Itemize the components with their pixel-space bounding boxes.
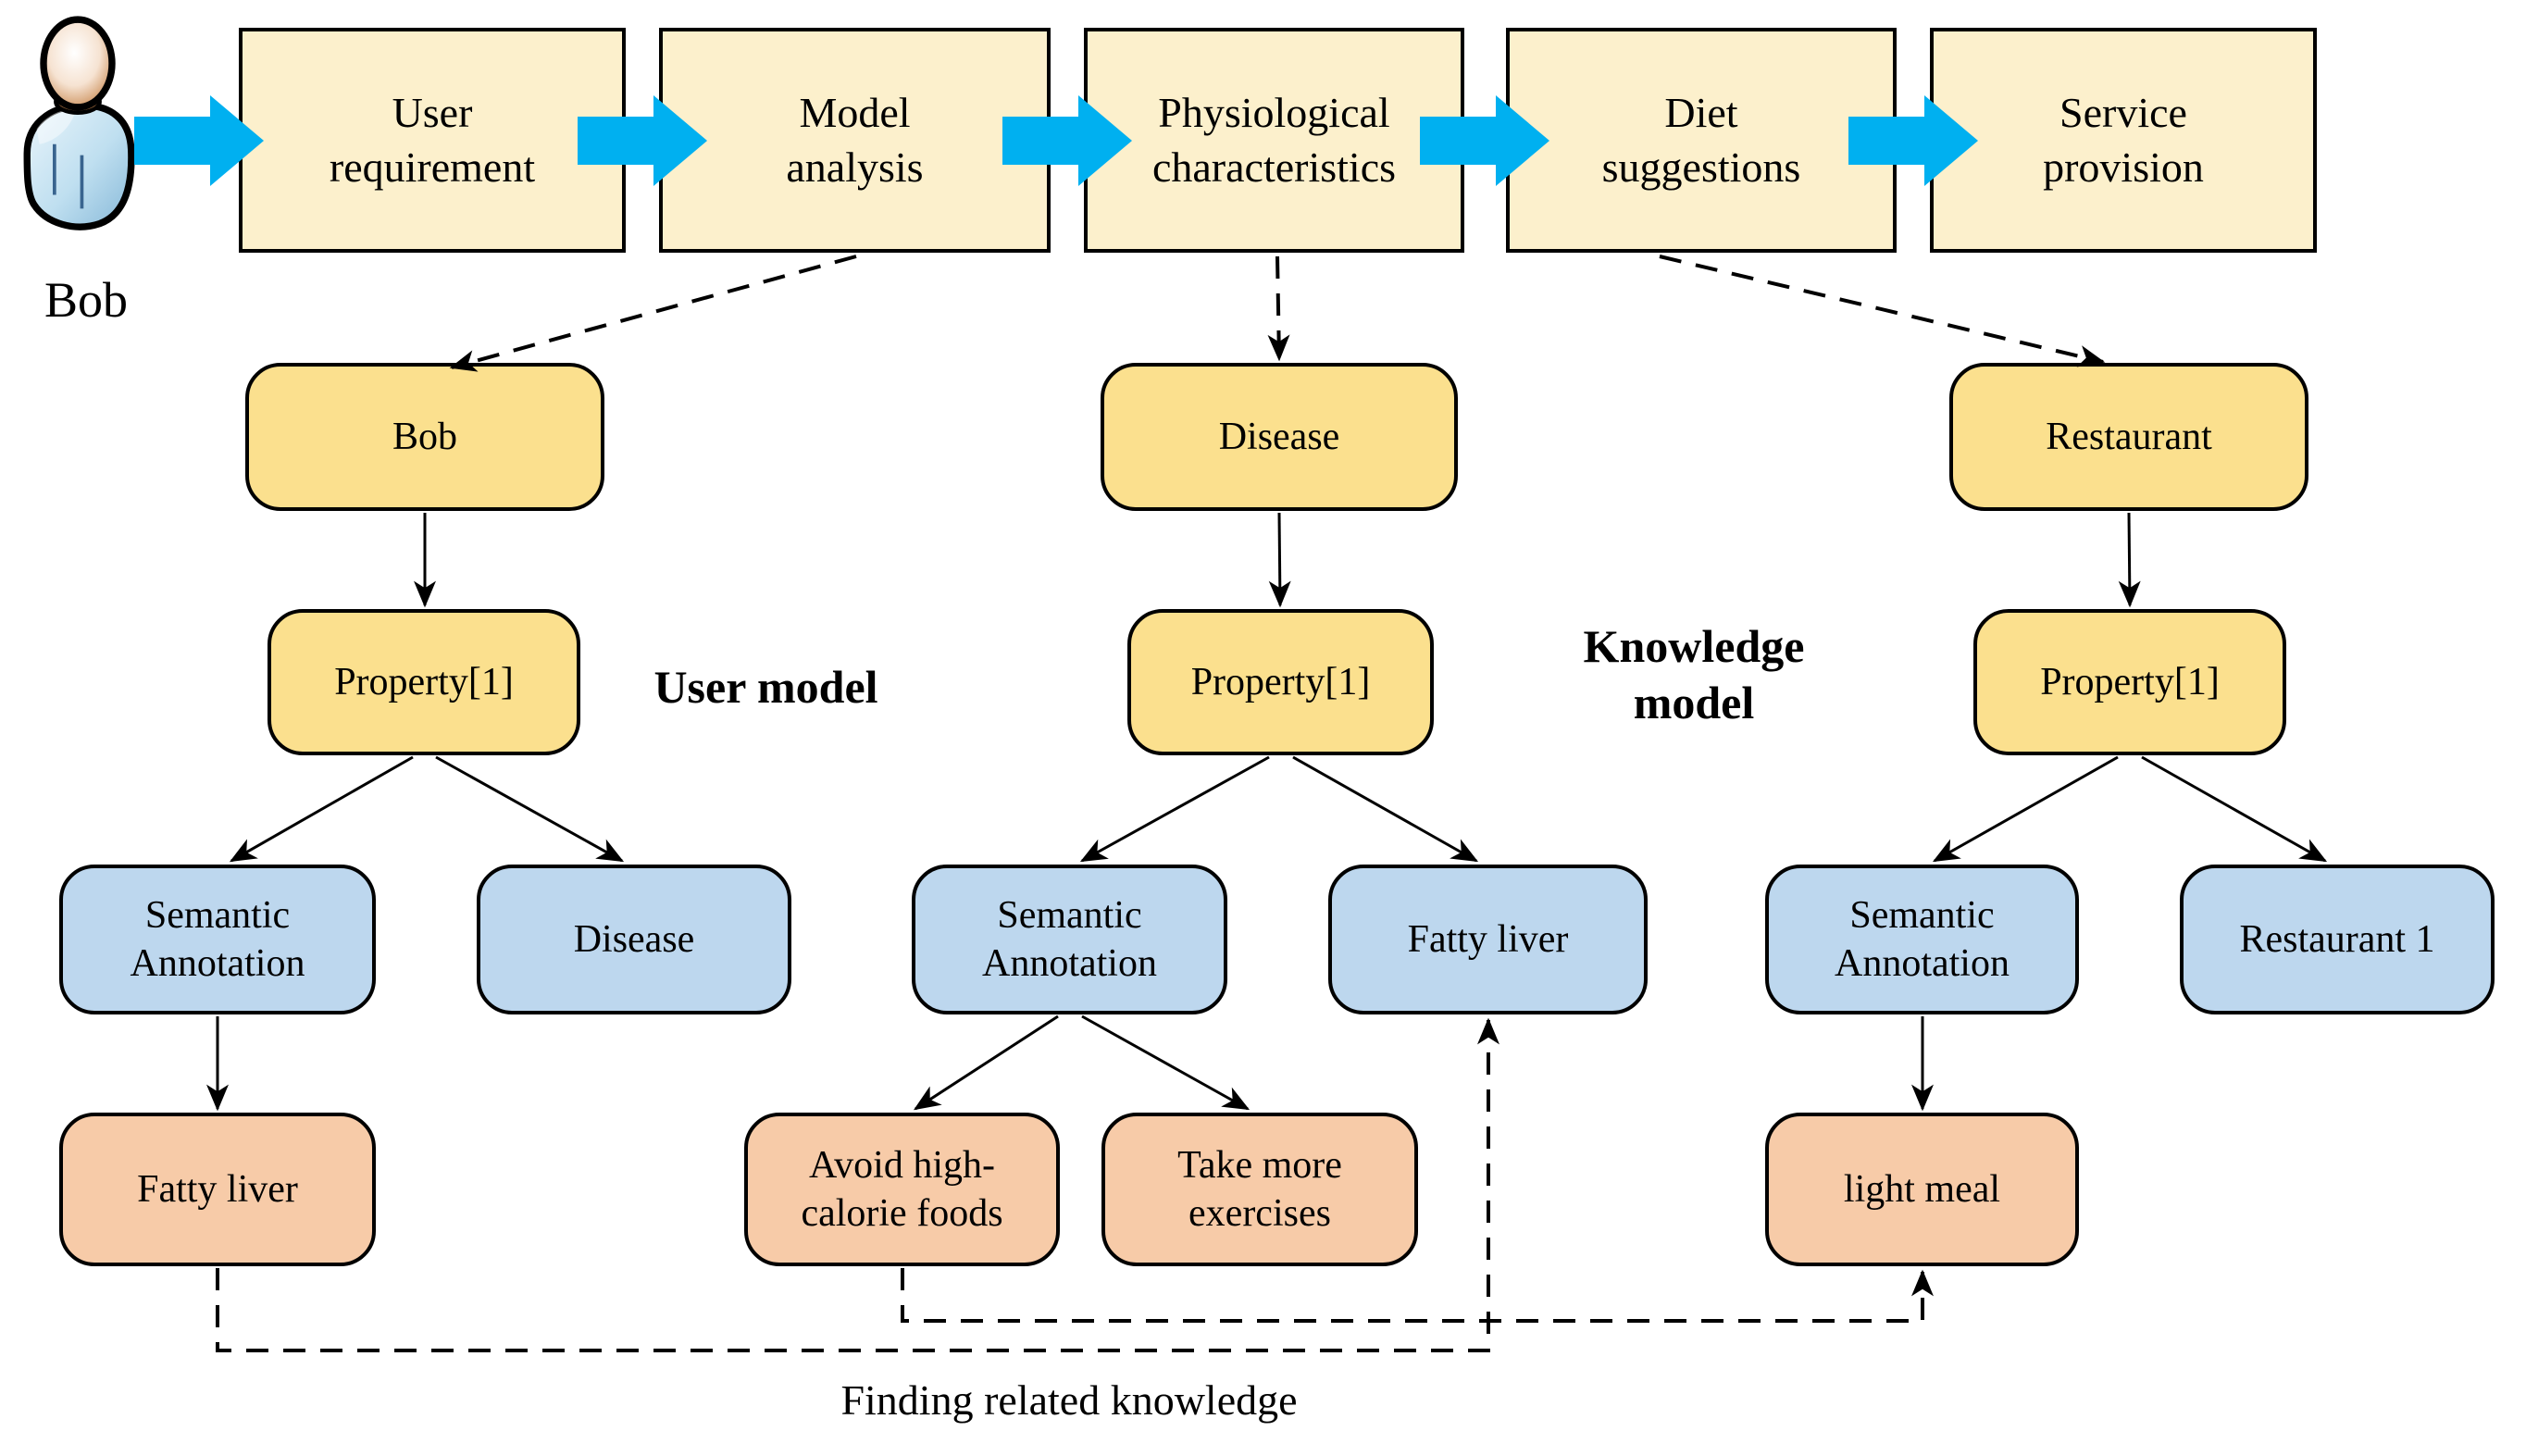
label-user-model: User model (653, 661, 878, 713)
edge-semantic-take-exercises (1081, 1014, 1251, 1111)
node-user-disease: Disease (477, 865, 791, 1014)
node-service-light-meal: light meal (1765, 1113, 2079, 1266)
label-knowledge-model: Knowledge model (1583, 620, 1805, 728)
node-user-semantic-annotation: Semantic Annotation (59, 865, 376, 1014)
node-label: Property[1] (334, 660, 514, 703)
pipeline-to-model-dashed-arrows (449, 255, 2106, 372)
edge-restaurant-property (2118, 512, 2141, 608)
node-label: Fatty liver (137, 1167, 298, 1211)
edge-disease-property (1268, 512, 1291, 608)
edge-property-disease (435, 755, 625, 863)
node-service-restaurant: Restaurant (1949, 363, 2308, 511)
node-label: Property[1] (1190, 660, 1371, 703)
node-service-restaurant-1: Restaurant 1 (2180, 865, 2495, 1014)
pipeline-step-label: Physiological characteristics (1151, 88, 1397, 191)
actor-bob-label: Bob (44, 272, 129, 328)
person-icon (23, 16, 135, 230)
edge-property-fatty-liver (1292, 755, 1479, 863)
node-knowledge-disease: Disease (1101, 363, 1458, 511)
tree-connectors (206, 512, 2328, 1112)
related-knowledge-dashed-connectors (216, 1017, 1934, 1352)
node-label: Semantic Annotation (1835, 893, 2010, 986)
pipeline-step-user-requirement: User requirement (239, 28, 626, 253)
pipeline-step-service-provision: Service provision (1930, 28, 2317, 253)
pipeline-step-label: Service provision (2043, 88, 2204, 191)
dashed-arrow-diet-to-restaurant (1659, 255, 2106, 367)
edge-property-restaurant-1 (2141, 755, 2328, 863)
node-knowledge-semantic-annotation: Semantic Annotation (912, 865, 1227, 1014)
node-knowledge-property: Property[1] (1127, 609, 1434, 755)
node-knowledge-fatty-liver: Fatty liver (1328, 865, 1648, 1014)
node-label: Property[1] (2040, 660, 2220, 703)
node-label: Disease (573, 917, 695, 961)
pipeline-step-diet-suggestions: Diet suggestions (1506, 28, 1897, 253)
edge-property-semantic (229, 755, 414, 863)
node-label: Fatty liver (1407, 917, 1569, 961)
node-label: Restaurant 1 (2239, 917, 2435, 961)
node-label: Take more exercises (1177, 1143, 1342, 1236)
pipeline-step-label: Model analysis (786, 88, 924, 191)
node-label: Disease (1218, 415, 1340, 458)
dashed-avoid-foods-to-light-meal (901, 1268, 1934, 1323)
node-label: Avoid high- calorie foods (801, 1143, 1003, 1236)
pipeline-step-label: User requirement (329, 88, 536, 191)
dashed-arrow-physiological-to-disease (1267, 255, 1290, 362)
dashed-arrow-model-analysis-to-bob (449, 255, 857, 372)
node-user-fatty-liver: Fatty liver (59, 1113, 376, 1266)
node-label: Restaurant (2046, 415, 2212, 458)
pipeline-step-label: Diet suggestions (1601, 88, 1801, 191)
pipeline-step-physiological-characteristics: Physiological characteristics (1084, 28, 1464, 253)
node-label: Bob (392, 415, 457, 458)
node-user-bob: Bob (245, 363, 604, 511)
node-label: Semantic Annotation (982, 893, 1157, 986)
caption-finding-related-knowledge: Finding related knowledge (840, 1376, 1298, 1424)
pipeline-step-model-analysis: Model analysis (659, 28, 1051, 253)
node-knowledge-avoid-high-calorie-foods: Avoid high- calorie foods (744, 1113, 1060, 1266)
node-label: Semantic Annotation (130, 893, 305, 986)
node-user-property: Property[1] (268, 609, 580, 755)
node-knowledge-take-more-exercises: Take more exercises (1101, 1113, 1418, 1266)
node-service-semantic-annotation: Semantic Annotation (1765, 865, 2079, 1014)
edge-property-semantic-3 (1932, 755, 2119, 863)
node-label: light meal (1843, 1167, 2001, 1211)
node-service-property: Property[1] (1973, 609, 2286, 755)
edge-semantic-avoid-foods (913, 1014, 1059, 1111)
edge-property-semantic-2 (1079, 755, 1270, 863)
